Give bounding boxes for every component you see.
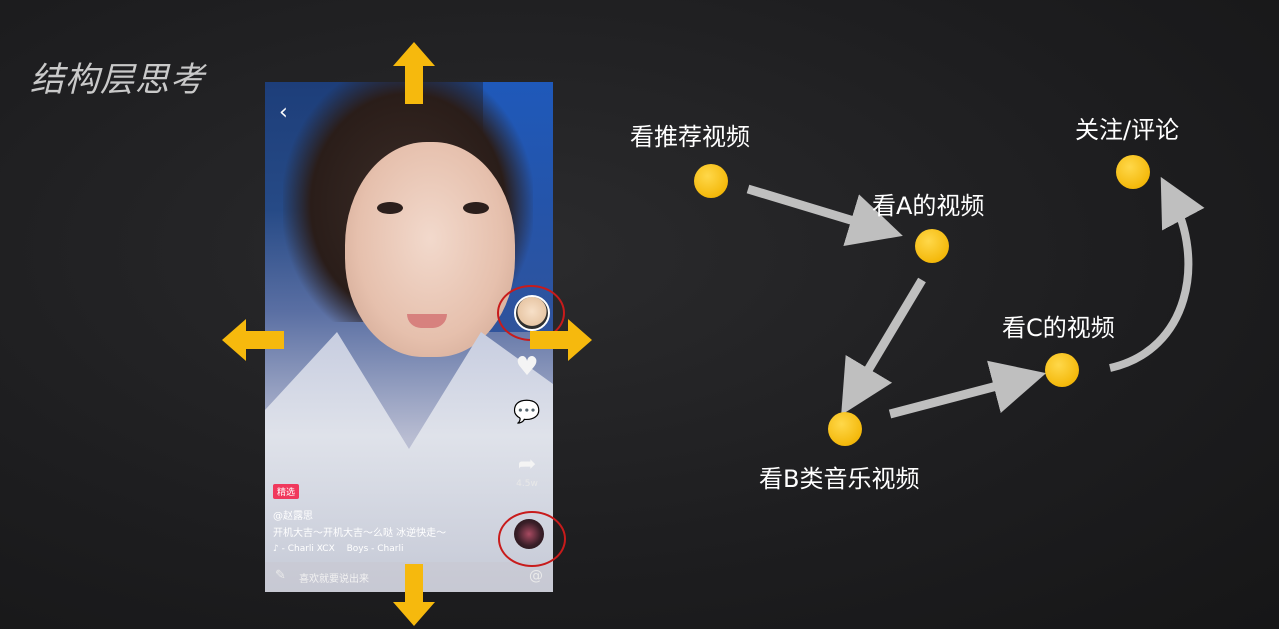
disc-highlight-ring xyxy=(498,511,566,567)
edge-recommend-to-a xyxy=(746,184,903,247)
flow-label-recommend: 看推荐视频 xyxy=(630,123,750,151)
swipe-down-arrow-icon xyxy=(393,564,435,626)
flow-node-video-c xyxy=(1045,353,1079,387)
flow-label-video-c: 看C的视频 xyxy=(1002,314,1115,342)
edge-a-to-b xyxy=(841,277,926,416)
comment-input-placeholder[interactable]: 喜欢就要说出来 xyxy=(299,574,369,585)
flow-label-music-b: 看B类音乐视频 xyxy=(759,465,920,493)
pencil-icon: ✎ xyxy=(275,568,286,583)
flow-node-recommend xyxy=(694,164,728,198)
share-icon[interactable]: ➦4.5w xyxy=(511,452,543,489)
slide-title: 结构层思考 xyxy=(30,60,205,100)
music-info[interactable]: ♪ - Charli XCX Boys - Charli xyxy=(273,544,404,554)
video-caption: 开机大吉～开机大吉～么哒 冰逆快走～ xyxy=(273,528,447,539)
swipe-right-arrow-icon xyxy=(530,319,592,361)
flow-node-music-b xyxy=(828,412,862,446)
swipe-left-arrow-icon xyxy=(222,319,284,361)
flow-label-follow: 关注/评论 xyxy=(1075,116,1180,144)
share-count: 4.5w xyxy=(516,479,538,489)
comment-icon[interactable]: 💬 xyxy=(513,400,541,425)
at-icon[interactable]: @ xyxy=(529,568,543,584)
featured-tag: 精选 xyxy=(273,484,300,499)
flow-label-video-a: 看A的视频 xyxy=(872,192,985,220)
heart-icon[interactable]: ♥ xyxy=(515,352,539,382)
swipe-up-arrow-icon xyxy=(393,42,435,104)
back-icon[interactable]: ‹ xyxy=(279,100,288,125)
flow-node-video-a xyxy=(915,229,949,263)
flow-node-follow xyxy=(1116,155,1150,189)
edge-c-to-follow xyxy=(1109,176,1205,372)
author-handle[interactable]: @赵露思 xyxy=(273,511,313,522)
edge-b-to-c xyxy=(888,360,1047,419)
